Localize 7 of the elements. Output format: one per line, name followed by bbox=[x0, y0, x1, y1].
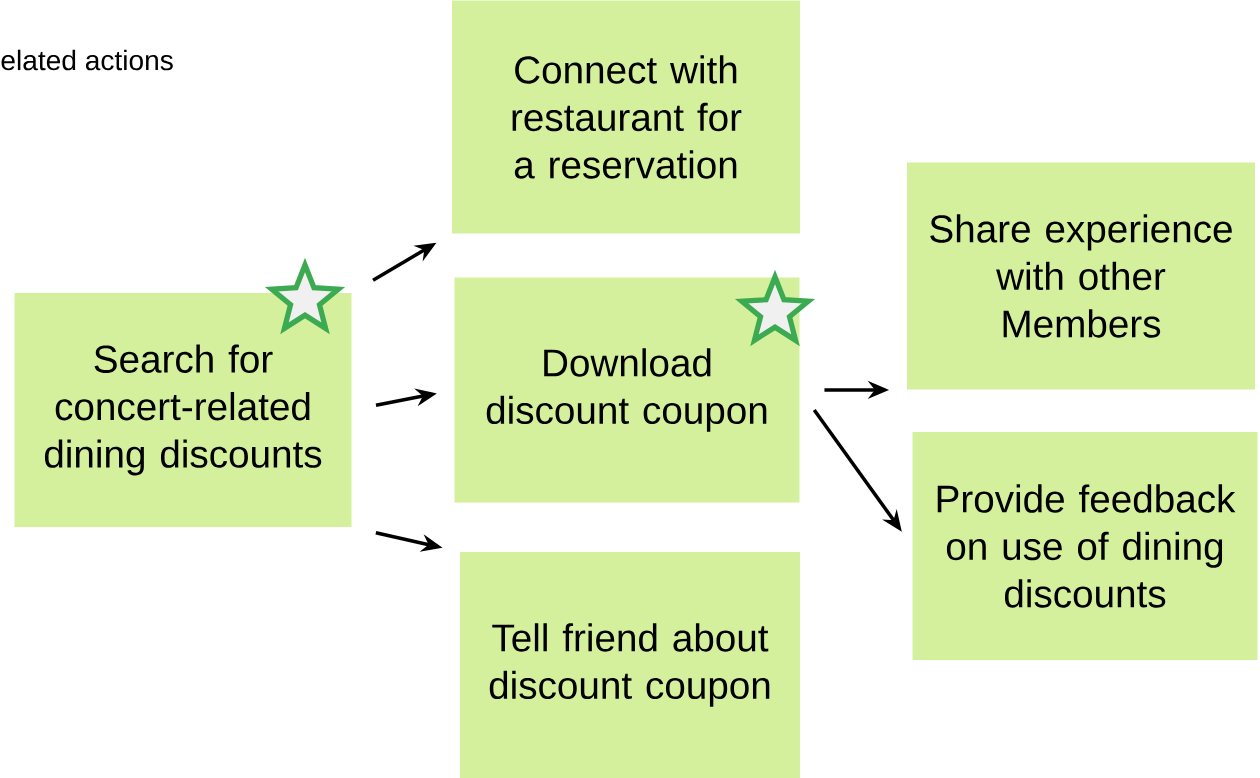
sticky-note: Search for concert-related dining discounts bbox=[14, 293, 352, 527]
sticky-note: Provide feedback on use of dining discounts bbox=[912, 432, 1258, 660]
sticky-note: Share experience with other Members bbox=[907, 162, 1255, 390]
sticky-note: Connect with restaurant for a reservation bbox=[452, 0, 800, 234]
sticky-note: Download discount coupon bbox=[454, 277, 800, 503]
heading-text: elated actions bbox=[1, 49, 173, 71]
sticky-note: Tell friend about discount coupon bbox=[460, 552, 800, 778]
